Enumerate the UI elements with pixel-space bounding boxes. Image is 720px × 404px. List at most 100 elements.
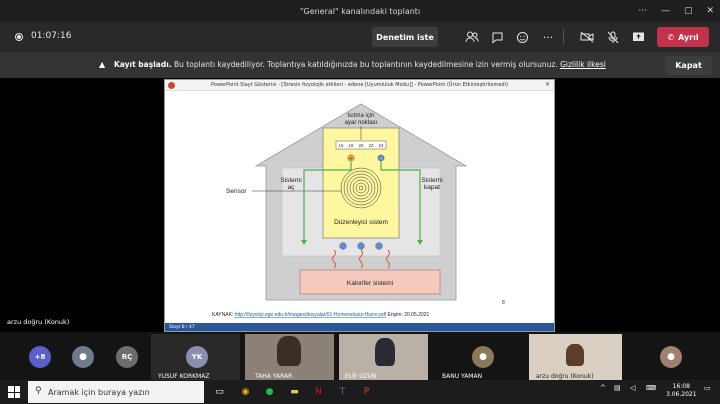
participant-name-elif: ELİF UZUN [345,373,377,380]
more-actions-icon[interactable]: ··· [542,30,554,44]
powerpoint-title: PowerPoint Slayt Gösterisi - [Stresin fi… [211,82,508,88]
participant-video-taha [277,336,301,366]
setpoint-label-2: ayar noktası [345,120,378,126]
source-link: http://fizyoloji.ege.edu.tr/images/dosya… [235,312,387,318]
request-control-button[interactable]: Denetim iste [372,27,438,47]
recording-banner [0,52,720,78]
powerpoint-status-bar: Slayt 8 / 47 [165,323,554,331]
leave-label: Ayrıl [678,32,699,42]
participant-avatar-rc[interactable]: RÇ [116,346,138,368]
heater-box [299,269,441,295]
banner-bold: Kayıt başladı. [114,60,172,69]
notifications-icon[interactable]: ▭ [704,384,711,392]
svg-text:−: − [380,156,383,162]
participant-video-elif [375,338,395,366]
participant-avatar[interactable]: ● [72,346,94,368]
source-line: KAYNAK: http://fizyoloji.ege.edu.tr/imag… [212,312,429,318]
participant-name-banu: BANU YAMAN [442,373,483,380]
close-icon[interactable]: ✕ [706,6,714,16]
dismiss-banner-button[interactable]: Kapat [665,56,712,75]
more-icon[interactable]: ··· [638,6,647,16]
sensor-coil [340,167,382,209]
search-icon: ⚲ [35,386,42,396]
person-icon: ● [79,352,87,362]
setpoint-label-1: Isıtma için [347,113,374,119]
minus-circle [377,154,385,162]
slide: 16 18 20 22 24 Isıtma için ayar noktası … [208,92,514,324]
powerpoint-window: PowerPoint Slayt Gösterisi - [Stresin fi… [164,79,555,332]
system-off-label-2: kapat [424,184,440,191]
task-view-icon[interactable]: ▭ [215,386,224,397]
clock-time: 16:08 [672,383,690,390]
svg-text:+: + [350,156,353,162]
share-screen-icon[interactable] [630,29,646,45]
system-on-label-2: aç [288,184,296,191]
teams-icon[interactable]: T [339,386,346,397]
banner-text: Bu toplantı kaydediliyor. Toplantıya kat… [174,60,558,69]
participant-avatar-yk: YK [186,346,208,368]
keyboard-icon[interactable]: ⌨ [646,384,657,392]
powerpoint-icon[interactable]: P [363,386,370,397]
scale-22: 22 [368,143,374,148]
more-participants-badge[interactable]: +8 [29,346,51,368]
person-icon: ● [667,352,675,362]
powerpoint-logo-icon [168,82,175,89]
participant-avatar-banu[interactable]: ● [472,346,494,368]
tray-chevron-icon[interactable]: ^ [600,384,606,392]
feedback-circle-1 [339,242,347,250]
thermostat-scale [335,140,387,150]
slide-page-number: 8 [502,300,505,306]
scale-20: 20 [358,143,364,148]
windows-start-icon[interactable] [8,386,20,398]
toolbar-divider [563,29,564,45]
taskbar-clock[interactable]: 16:08 3.06.2021 [666,383,697,399]
chrome-icon[interactable]: ◉ [241,386,250,397]
participant-name-yk: YUSUF KORKMAZ [158,373,210,380]
title-bar: "General" kanalındaki toplantı [0,0,720,22]
mic-off-icon[interactable] [605,29,621,45]
scale-18: 18 [348,143,354,148]
banner-message: Kayıt başladı. Bu toplantı kaydediliyor.… [114,60,606,69]
thermostat-diagram: 16 18 20 22 24 Isıtma için ayar noktası … [212,103,505,318]
scale-16: 16 [338,143,344,148]
netflix-icon[interactable]: N [315,386,322,397]
warning-icon: ▲ [99,60,106,69]
source-suffix: Erişim: 20.05.2021 [386,312,429,318]
heater-label: Kalorifer sistemi [347,280,393,287]
file-explorer-icon[interactable]: ▬ [290,386,299,397]
taskbar-search[interactable]: Aramak için buraya yazın [28,381,204,403]
camera-off-icon[interactable] [579,29,595,45]
maximize-icon[interactable]: ▢ [683,6,693,16]
clock-date: 3.06.2021 [666,391,697,398]
source-prefix: KAYNAK: [212,312,235,318]
sensor-label: Sensor [226,188,247,195]
minimize-icon[interactable]: — [660,6,670,16]
leave-button[interactable]: ✆ Ayrıl [657,27,709,47]
phone-icon: ✆ [667,32,675,42]
reactions-icon[interactable] [514,29,530,45]
plus-circle [347,154,355,162]
privacy-link[interactable]: Gizlilik ilkesi [560,60,606,69]
regulator-label: Düzenleyici sistem [334,219,388,226]
participant-video-arzu [566,344,584,366]
participants-icon[interactable] [464,29,480,45]
participant-name-arzu: arzu doğru (Konuk) [536,373,594,380]
window-controls: ··· — ▢ ✕ [638,0,714,22]
participant-name-taha: TAHA YARAR [255,373,293,380]
heat-waves [332,249,390,269]
volume-icon[interactable]: ◁ [630,384,636,392]
chat-icon[interactable] [489,29,505,45]
feedback-circle-2 [357,242,365,250]
feedback-circle-3 [375,242,383,250]
meeting-toolbar [0,22,720,52]
spotify-icon[interactable]: ● [265,386,274,397]
powerpoint-title-bar: PowerPoint Slayt Gösterisi - [Stresin fi… [165,80,554,91]
window-title: "General" kanalındaki toplantı [299,6,421,16]
close-icon[interactable]: ✕ [544,81,550,88]
meeting-timer: 01:07:16 [31,31,72,41]
participant-avatar-self[interactable]: ● [660,346,682,368]
system-on-label-1: Sistemi [280,177,301,184]
control-arrows [303,162,421,242]
person-icon: ● [479,352,487,362]
network-icon[interactable]: ▤ [614,384,621,392]
